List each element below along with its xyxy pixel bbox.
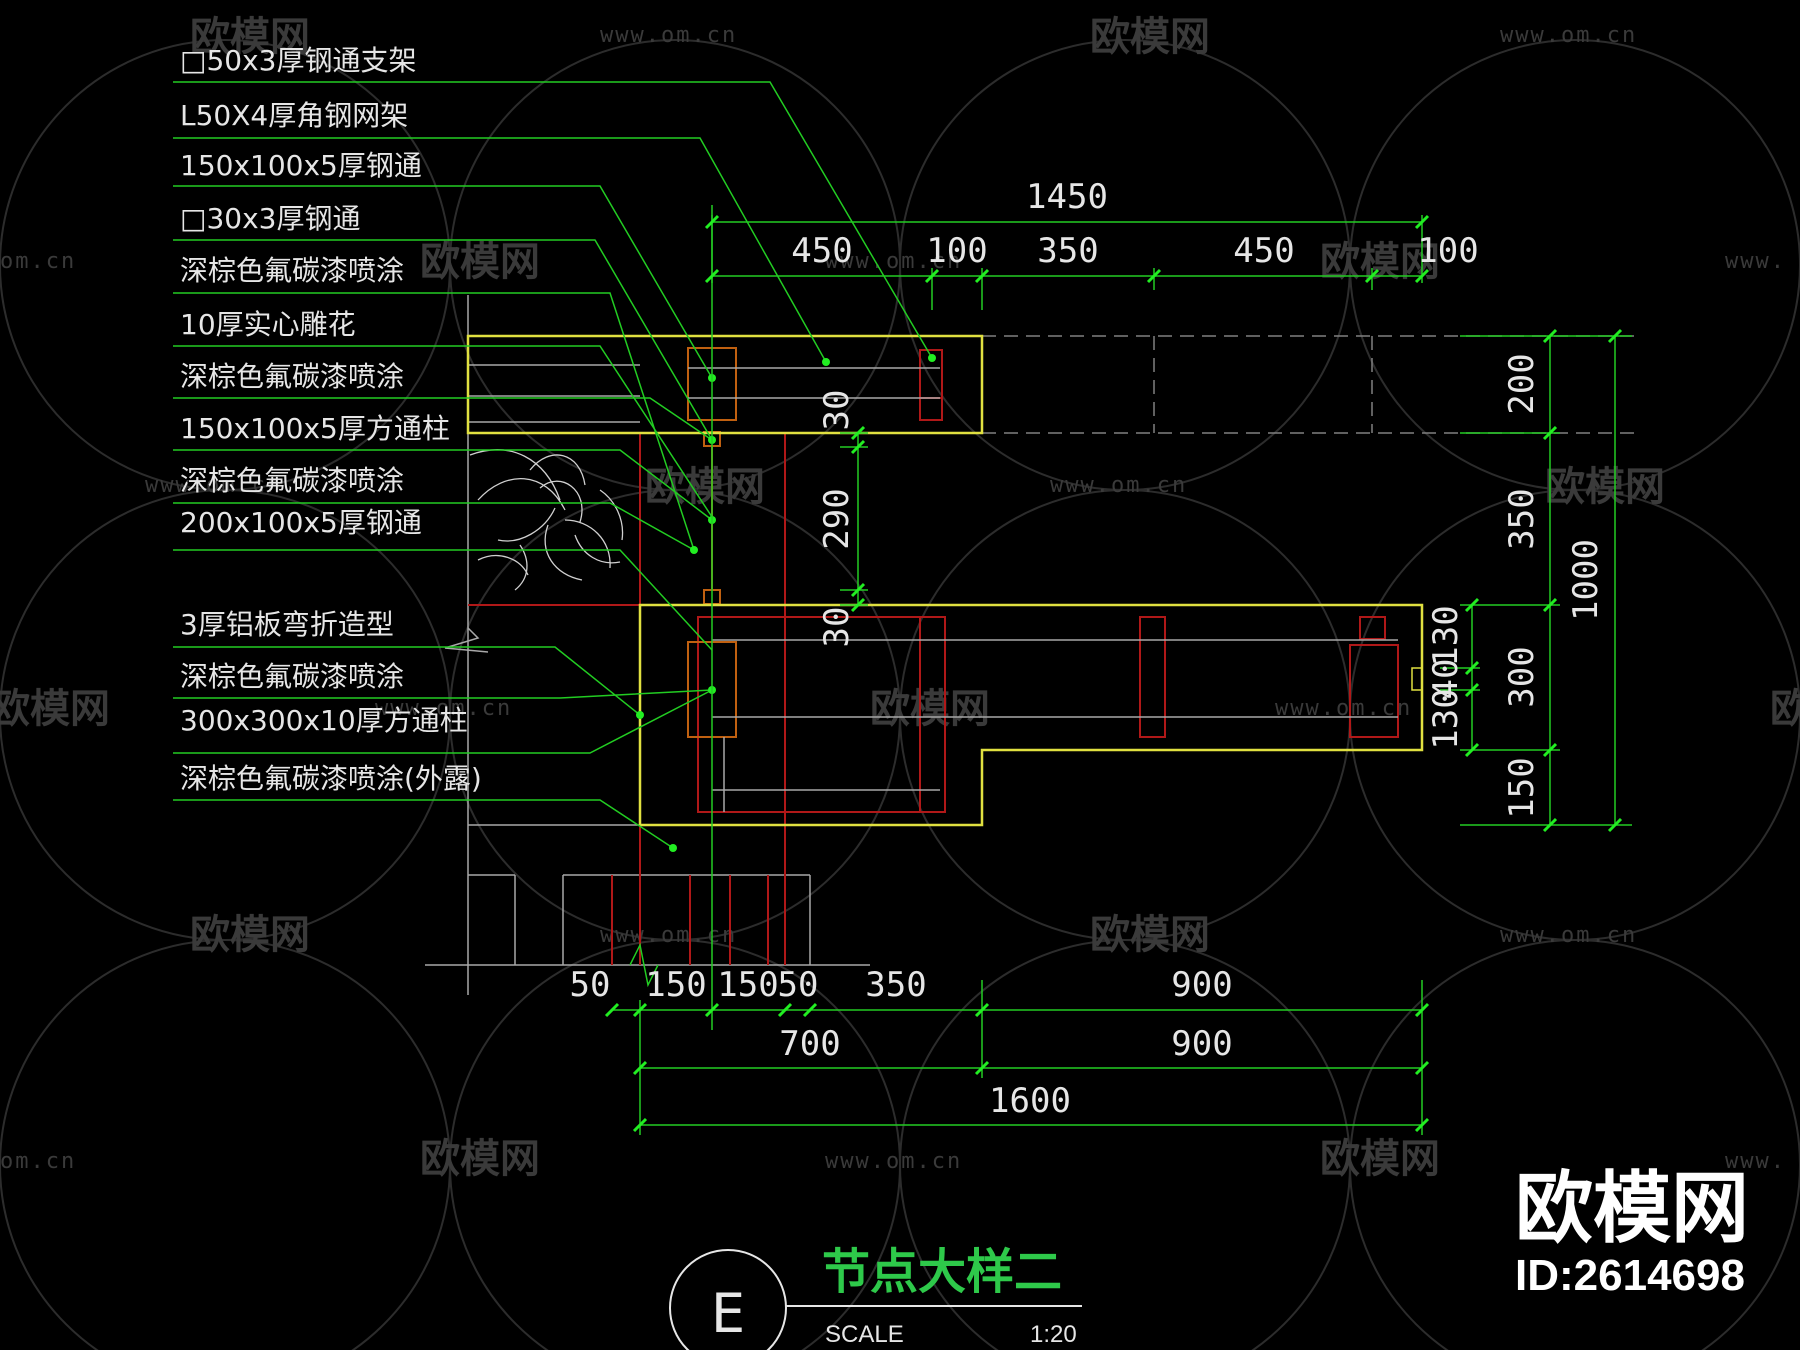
watermark-brand: 欧模网 xyxy=(870,686,990,732)
dim-bottom-segment: 900 xyxy=(1171,965,1232,1005)
dimension-labels: 1450 450 100 350 450 100 1000 200 350 30… xyxy=(570,177,1606,1121)
watermark-url: www.om.cn xyxy=(1050,473,1187,498)
watermark-url: www.om.cn xyxy=(600,23,737,48)
dim-right-total: 1000 xyxy=(1566,539,1606,621)
watermark-url: www.om.cn xyxy=(375,696,512,721)
watermark-brand: 欧模网 xyxy=(420,1136,540,1182)
dim-right-small: 40 xyxy=(1426,659,1466,700)
detail-marker-circle xyxy=(669,1249,787,1350)
dimension-lines xyxy=(612,215,1632,1135)
note-steel-tube-150: 150x100x5厚钢通 xyxy=(180,149,422,182)
hidden-lines xyxy=(784,335,1635,820)
watermark-brand: 欧模网 xyxy=(420,239,540,285)
note-paint: 深棕色氟碳漆喷涂 xyxy=(180,660,404,693)
note-paint-exposed: 深棕色氟碳漆喷涂(外露) xyxy=(180,762,482,795)
dim-right-small: 130 xyxy=(1426,605,1466,666)
watermark-brand: 欧模网 xyxy=(190,912,310,958)
watermark-url: www. xyxy=(1725,249,1786,274)
centre-lines xyxy=(629,205,713,1030)
note-steel-tube-200: 200x100x5厚钢通 xyxy=(180,506,422,539)
watermark-url: www.om.cn xyxy=(1500,23,1637,48)
carved-flower-icon xyxy=(469,449,624,591)
dim-top-segment: 100 xyxy=(926,231,987,271)
scale-label: SCALE xyxy=(825,1321,904,1348)
dim-bottom-row2: 900 xyxy=(1171,1024,1232,1064)
dim-mid-vertical: 30 xyxy=(817,390,857,431)
watermark-brand: 欧模网 xyxy=(0,686,110,732)
dim-bottom-segment: 50 xyxy=(778,965,819,1005)
dim-right-segment: 300 xyxy=(1502,646,1542,707)
dim-bottom-segment: 150 xyxy=(717,965,778,1005)
note-square-column-150: 150x100x5厚方通柱 xyxy=(180,412,450,445)
leader-lines xyxy=(173,81,933,849)
dim-top-segment: 350 xyxy=(1037,231,1098,271)
watermark-url: www.om.cn xyxy=(145,473,282,498)
dimension-ticks xyxy=(604,214,1623,1133)
dim-right-small: 130 xyxy=(1426,688,1466,749)
watermark-url: www. xyxy=(1725,1149,1786,1174)
watermark-brand: 欧模网 xyxy=(1090,14,1210,60)
scale-value: 1:20 xyxy=(1030,1321,1077,1348)
detail-title: 节点大样二 xyxy=(822,1244,1062,1300)
watermark-url: om.cn xyxy=(0,1149,76,1174)
note-steel-tube-30: □30x3厚钢通 xyxy=(180,202,360,235)
wall-lines xyxy=(425,295,870,995)
watermark-brand: 欧模网 xyxy=(1090,912,1210,958)
detail-marker-letter: E xyxy=(711,1282,745,1345)
frame-lines xyxy=(688,367,1398,812)
note-carving: 10厚实心雕花 xyxy=(180,308,356,341)
watermark-url: www.om.cn xyxy=(1500,923,1637,948)
dim-top-segment: 450 xyxy=(1233,231,1294,271)
dim-mid-vertical: 30 xyxy=(817,607,857,648)
dim-right-segment: 200 xyxy=(1502,353,1542,414)
annotation-notes: □50x3厚钢通支架 L50X4厚角钢网架 150x100x5厚钢通 □30x3… xyxy=(180,44,482,795)
dim-top-segment: 450 xyxy=(791,231,852,271)
note-paint: 深棕色氟碳漆喷涂 xyxy=(180,254,404,287)
watermark-brand: 欧模网 xyxy=(1770,686,1800,732)
watermark-brand: 欧模网 xyxy=(1320,1136,1440,1182)
watermark-url: www.om.cn xyxy=(825,1149,962,1174)
dim-bottom-segment: 50 xyxy=(570,965,611,1005)
note-paint: 深棕色氟碳漆喷涂 xyxy=(180,464,404,497)
dim-right-segment: 150 xyxy=(1502,757,1542,818)
watermark-brand: 欧模网 xyxy=(1545,464,1665,510)
watermark-url: om.cn xyxy=(0,249,76,274)
dim-bottom-segment: 150 xyxy=(645,965,706,1005)
note-paint: 深棕色氟碳漆喷涂 xyxy=(180,360,404,393)
watermark-brand: 欧模网 xyxy=(190,14,310,60)
title-block: E 节点大样二 SCALE 1:20 xyxy=(669,1244,1082,1350)
notch-detail xyxy=(1411,667,1422,691)
dim-top-total: 1450 xyxy=(1026,177,1108,217)
steel-members xyxy=(468,349,1399,965)
dim-bottom-total: 1600 xyxy=(989,1081,1071,1121)
watermark-text-layer: 欧模网 欧模网 欧模网 欧模网 欧模网 欧模网 欧模网 欧模网 欧模网 欧模网 … xyxy=(0,14,1800,1182)
dim-mid-vertical: 290 xyxy=(817,488,857,549)
dim-right-segment: 350 xyxy=(1502,488,1542,549)
badge-id: ID:2614698 xyxy=(1515,1251,1745,1300)
watermark-brand: 欧模网 xyxy=(645,464,765,510)
note-angle-frame: L50X4厚角钢网架 xyxy=(180,99,408,132)
badge-brand: 欧模网 xyxy=(1515,1164,1749,1254)
corner-badge: 欧模网 ID:2614698 xyxy=(1515,1164,1749,1300)
dim-top-segment: 100 xyxy=(1417,231,1478,271)
outline-yellow xyxy=(466,334,1424,827)
note-steel-support: □50x3厚钢通支架 xyxy=(180,44,416,77)
note-aluminium-panel: 3厚铝板弯折造型 xyxy=(180,608,394,641)
note-square-column-300: 300x300x10厚方通柱 xyxy=(180,704,468,737)
watermark-url: www.om.cn xyxy=(600,923,737,948)
dim-bottom-segment: 350 xyxy=(865,965,926,1005)
dim-bottom-row2: 700 xyxy=(779,1024,840,1064)
